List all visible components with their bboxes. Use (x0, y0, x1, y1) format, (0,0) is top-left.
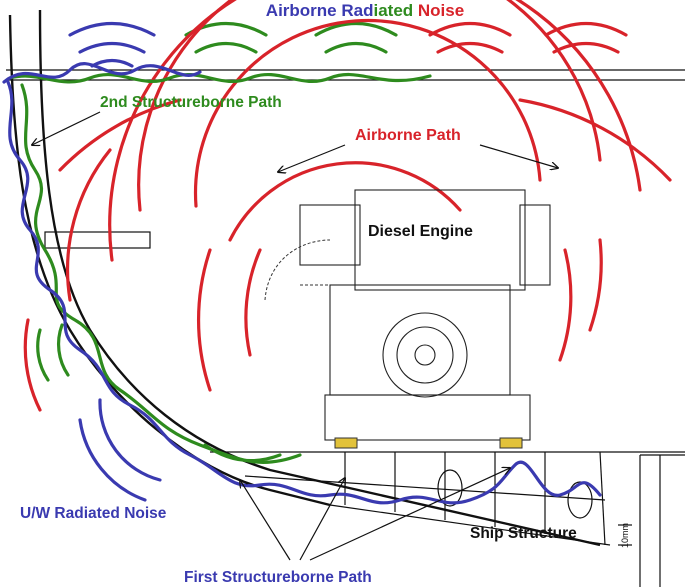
airborne-path-arcs (23, 0, 672, 412)
side-platform (44, 231, 151, 249)
second-path-arrow (32, 111, 101, 145)
first-path-arrow-3 (309, 468, 510, 561)
flywheel-inner (396, 326, 454, 384)
lightening-hole (437, 469, 463, 507)
engine-lower (329, 284, 511, 396)
label-diesel-engine: Diesel Engine (368, 223, 473, 240)
label-dimension: 10mm (620, 523, 630, 548)
engine-outline-dashed (264, 239, 331, 301)
first-path-arrow-1 (240, 480, 291, 561)
keel-plate (329, 504, 611, 546)
engine-mount (334, 437, 358, 449)
label-second-structureborne-path: 2nd Structureborne Path (100, 94, 282, 111)
airborne-arrow-left (278, 144, 346, 172)
engine-mount (499, 437, 523, 449)
diesel-engine-drawing (264, 189, 551, 449)
airborne-radiated-waves (68, 21, 628, 68)
title-airborne-radiated-noise: Airborne Radiated Noise (266, 1, 464, 20)
second-structureborne-wave (8, 72, 432, 465)
airborne-arrow-right (479, 144, 558, 168)
flywheel-hub (414, 344, 436, 366)
inner-hull-shell (38, 9, 601, 547)
lightening-hole (567, 481, 593, 519)
underwater-radiated-wave (2, 62, 602, 505)
first-path-arrow-2 (299, 478, 345, 561)
label-uw-radiated-noise: U/W Radiated Noise (20, 505, 167, 522)
floor-frame (599, 451, 606, 546)
label-first-structureborne-path: First Structureborne Path (184, 569, 372, 586)
engine-side-pump (519, 204, 551, 286)
flywheel (382, 312, 468, 398)
engine-base (324, 394, 531, 441)
label-ship-structure: Ship Structure (470, 525, 577, 542)
ship-hull (6, 9, 685, 587)
engine-block (354, 189, 526, 291)
label-airborne-path: Airborne Path (355, 127, 461, 144)
engine-turbo (299, 204, 361, 266)
label-arrows (32, 111, 558, 561)
